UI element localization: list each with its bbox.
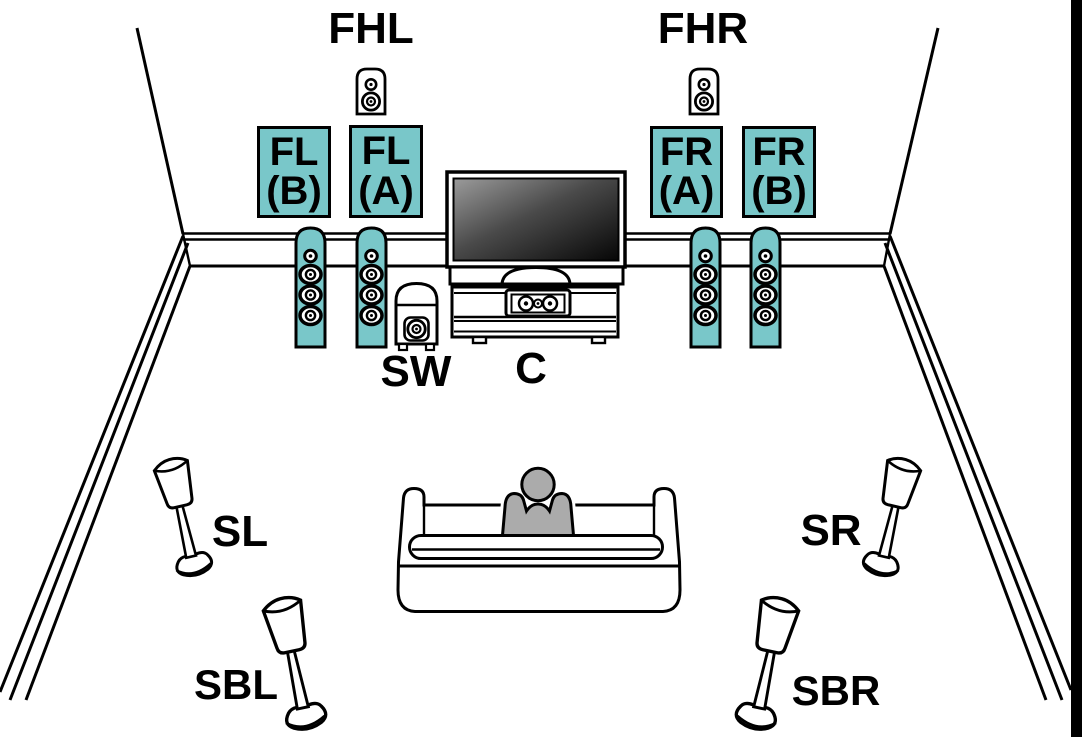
tag-line: FL <box>269 129 319 174</box>
tag-line: FR <box>659 129 714 174</box>
screenshot-edge-bar <box>1071 0 1082 737</box>
tv-icon <box>445 170 627 286</box>
label-subwoofer: SW <box>380 347 452 396</box>
tag-line: (B) <box>751 169 807 213</box>
tag-front-left-a: FL (A) <box>349 125 423 218</box>
tag-line: (B) <box>266 169 322 213</box>
tower-speaker-fl-a <box>355 226 388 349</box>
label-surround-right: SR <box>800 506 862 555</box>
subwoofer-icon <box>394 281 439 352</box>
sofa-seat-back <box>399 534 679 568</box>
label-front-height-left: FHL <box>328 4 414 53</box>
label-front-height-right: FHR <box>657 4 749 53</box>
label-center: C <box>515 344 547 393</box>
tag-line: FL <box>361 129 411 174</box>
center-speaker-icon <box>504 288 572 318</box>
tag-front-right-b: FR (B) <box>742 126 816 218</box>
tag-front-left-b: FL (B) <box>257 126 331 218</box>
tag-line: (A) <box>358 168 414 213</box>
label-surround-left: SL <box>211 507 269 556</box>
stand-speaker-sr <box>859 453 925 581</box>
bookshelf-speaker-fhr <box>688 67 720 116</box>
label-surround-back-right: SBR <box>791 667 881 714</box>
person-icon <box>497 463 579 546</box>
tower-speaker-fr-a <box>689 226 722 349</box>
tower-speaker-fr-b <box>749 226 782 349</box>
tag-line: (A) <box>658 169 715 213</box>
bookshelf-speaker-fhl <box>355 67 387 116</box>
tag-line: FR <box>752 129 806 174</box>
tag-front-right-a: FR (A) <box>650 126 723 218</box>
label-surround-back-left: SBL <box>194 661 278 708</box>
stand-speaker-sl <box>150 453 216 581</box>
tower-speaker-fl-b <box>294 226 327 349</box>
